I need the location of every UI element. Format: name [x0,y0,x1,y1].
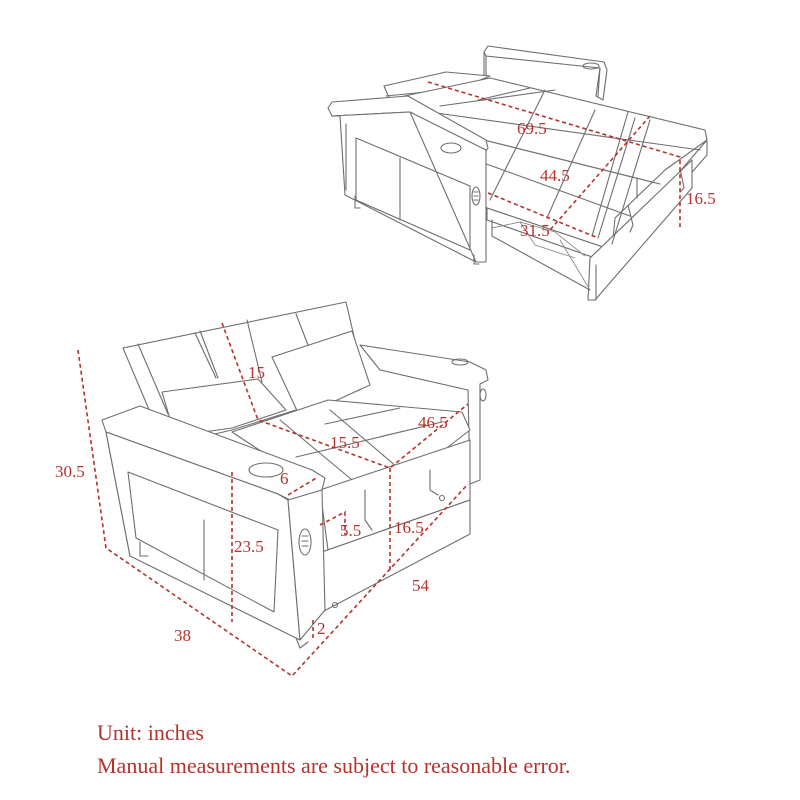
dim-total-height: 30.5 [55,462,85,481]
dim-arm-width: 6 [280,469,289,488]
dim-bed-height: 16.5 [686,189,716,208]
dim-seat-height: 16.5 [394,518,424,537]
unit-note: Unit: inches [97,720,204,745]
dim-seat-depth: 15.5 [330,433,360,452]
dim-leg-height: 2 [317,619,326,638]
dim-total-depth: 38 [174,626,191,645]
disclaimer-note: Manual measurements are subject to reaso… [97,753,571,778]
dim-bed-length: 69.5 [517,119,547,138]
dim-cushion-thickness: 5.5 [340,521,362,540]
dim-bed-width: 44.5 [540,166,570,185]
dim-backrest-height: 15 [248,363,265,382]
dim-total-width: 54 [412,576,429,595]
dim-arm-height: 23.5 [234,537,264,556]
dim-seat-width: 46.5 [418,413,448,432]
dim-pullout-depth: 31.5 [520,221,550,240]
